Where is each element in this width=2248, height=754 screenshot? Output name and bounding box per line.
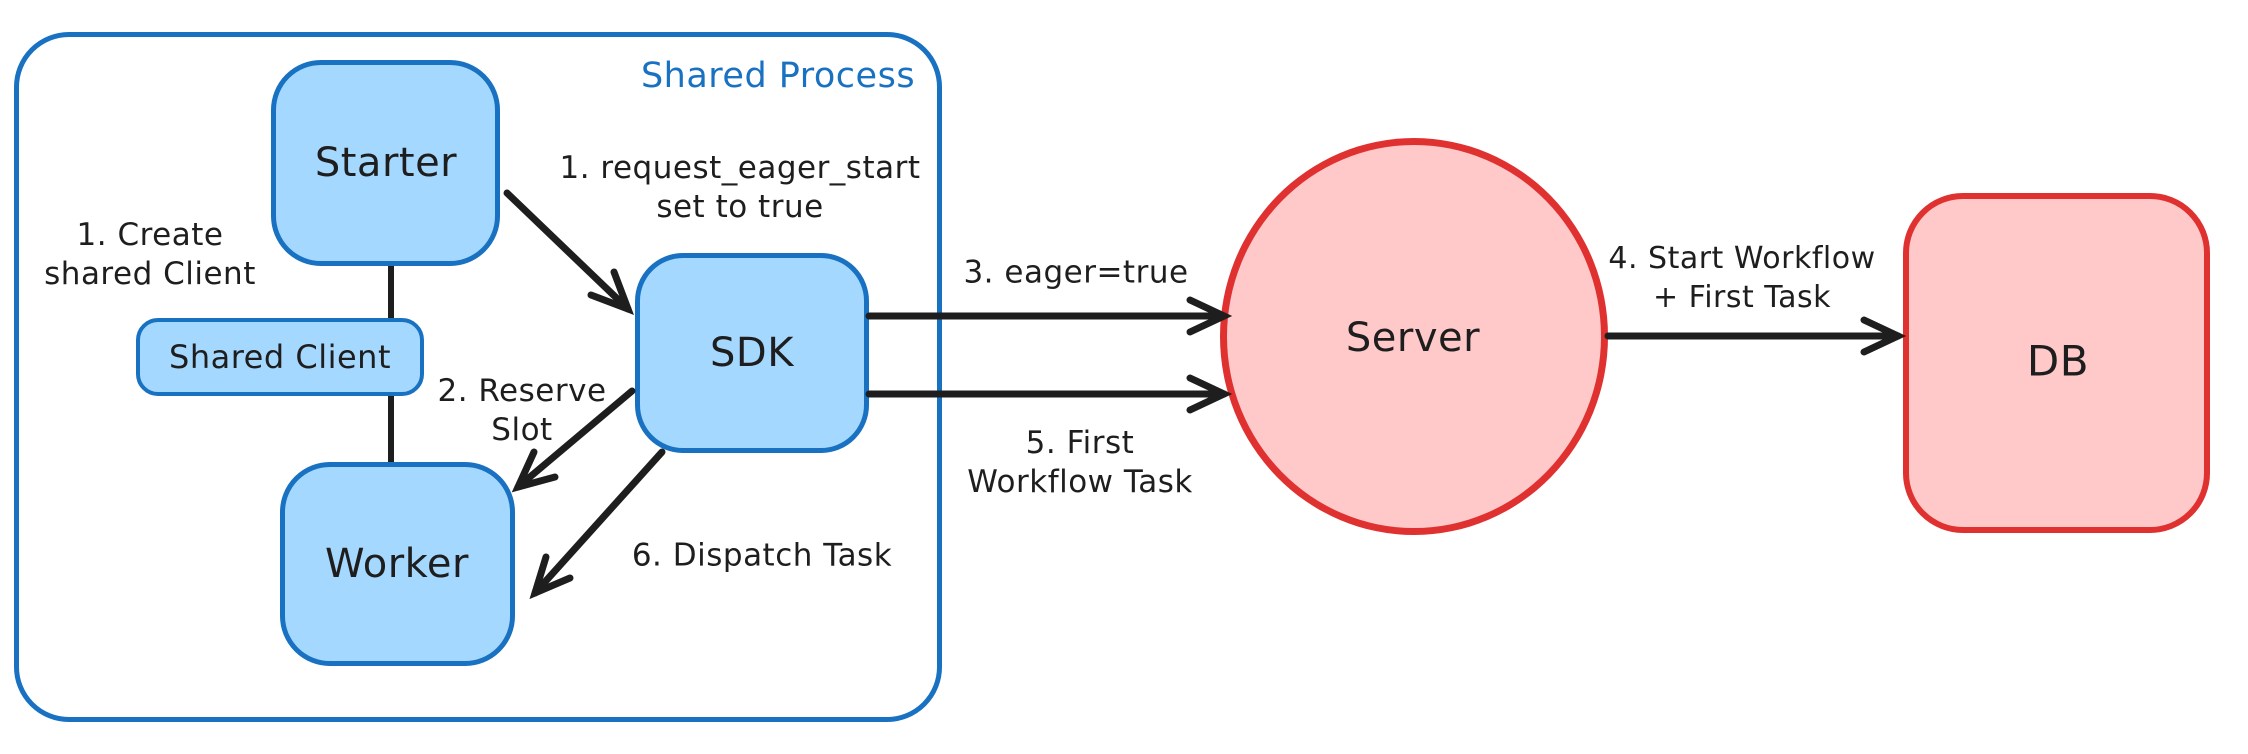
annotation-line: shared Client xyxy=(44,256,256,292)
annotation-line: 1. request_eager_start xyxy=(559,150,921,186)
annotation-line: 4. Start Workflow xyxy=(1608,241,1876,276)
annotation-create-shared-client: 1. Create shared Client xyxy=(44,216,256,294)
annotation-first-workflow-task: 5. First Workflow Task xyxy=(967,424,1193,502)
annotation-line: 1. Create xyxy=(76,217,224,253)
annotation-start-workflow: 4. Start Workflow + First Task xyxy=(1608,239,1875,317)
starter-node xyxy=(271,60,500,266)
worker-node xyxy=(280,462,515,666)
shared-process-title: Shared Process xyxy=(640,56,916,96)
server-label: Server xyxy=(1345,315,1481,361)
arrow-server-to-db xyxy=(1604,316,1907,356)
db-label: DB xyxy=(2026,336,2090,386)
annotation-dispatch-task: 6. Dispatch Task xyxy=(631,537,893,574)
annotation-line: set to true xyxy=(656,189,824,225)
db-node xyxy=(1903,193,2210,533)
worker-label: Worker xyxy=(325,541,469,587)
sdk-node xyxy=(635,253,869,453)
annotation-line: 2. Reserve xyxy=(437,373,607,409)
annotation-line: 5. First xyxy=(1025,425,1135,461)
sdk-label: SDK xyxy=(710,330,794,376)
annotation-eager-true: 3. eager=true xyxy=(963,254,1189,291)
annotation-line: Slot xyxy=(491,412,553,448)
shared-client-node xyxy=(136,318,424,396)
shared-client-label: Shared Client xyxy=(169,338,391,376)
annotation-line: + First Task xyxy=(1652,280,1832,315)
annotation-request-eager-start: 1. request_eager_start set to true xyxy=(559,149,920,227)
annotation-reserve-slot: 2. Reserve Slot xyxy=(437,372,606,450)
shared-process-container xyxy=(14,32,942,722)
annotation-line: Workflow Task xyxy=(967,464,1193,500)
starter-label: Starter xyxy=(314,140,458,186)
